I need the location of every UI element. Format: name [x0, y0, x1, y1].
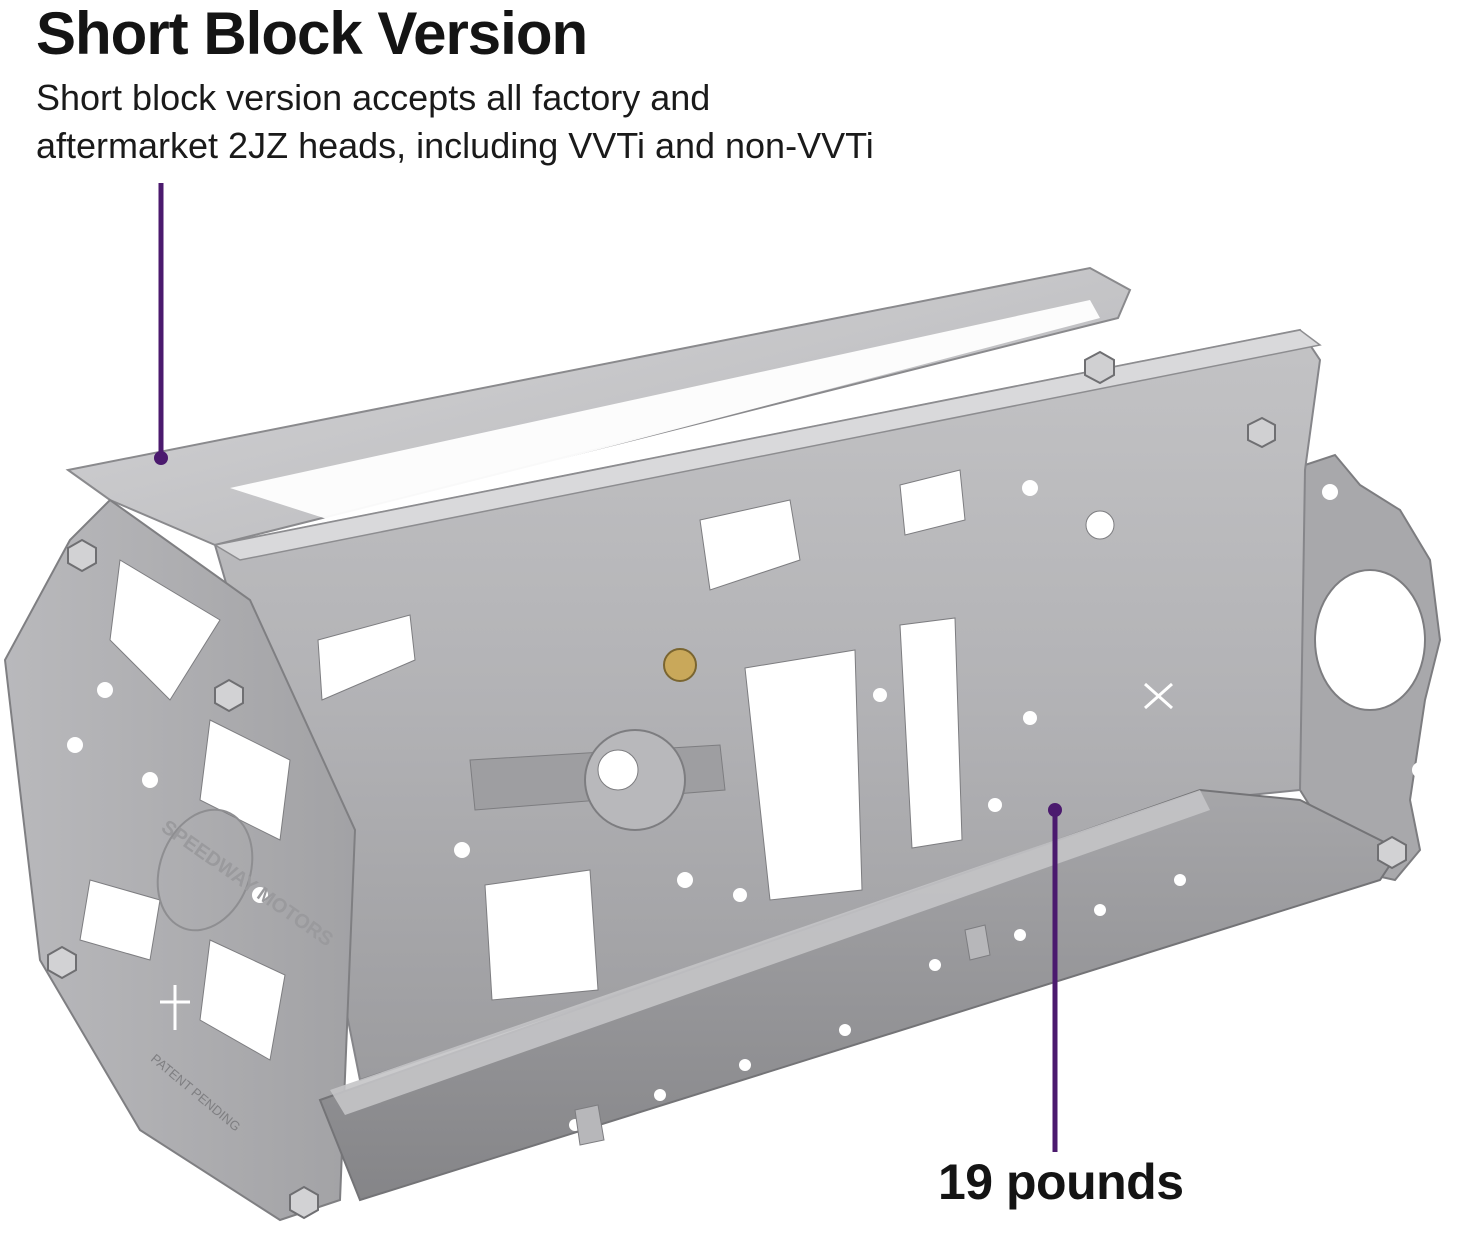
description-line-2: aftermarket 2JZ heads, including VVTi an…: [36, 125, 874, 166]
right-end-plate: [1288, 453, 1442, 882]
front-side-panel: [212, 328, 1322, 1082]
weight-callout-dot: [1048, 803, 1062, 817]
product-description: Short block version accepts all factory …: [36, 74, 874, 170]
page-title: Short Block Version: [36, 0, 588, 67]
weight-callout-label: 19 pounds: [938, 1154, 1184, 1210]
description-line-1: Short block version accepts all factory …: [36, 77, 711, 118]
left-end-plate: [3, 498, 357, 1222]
short-block-callout-dot: [154, 451, 168, 465]
base-tray: [318, 788, 1407, 1202]
